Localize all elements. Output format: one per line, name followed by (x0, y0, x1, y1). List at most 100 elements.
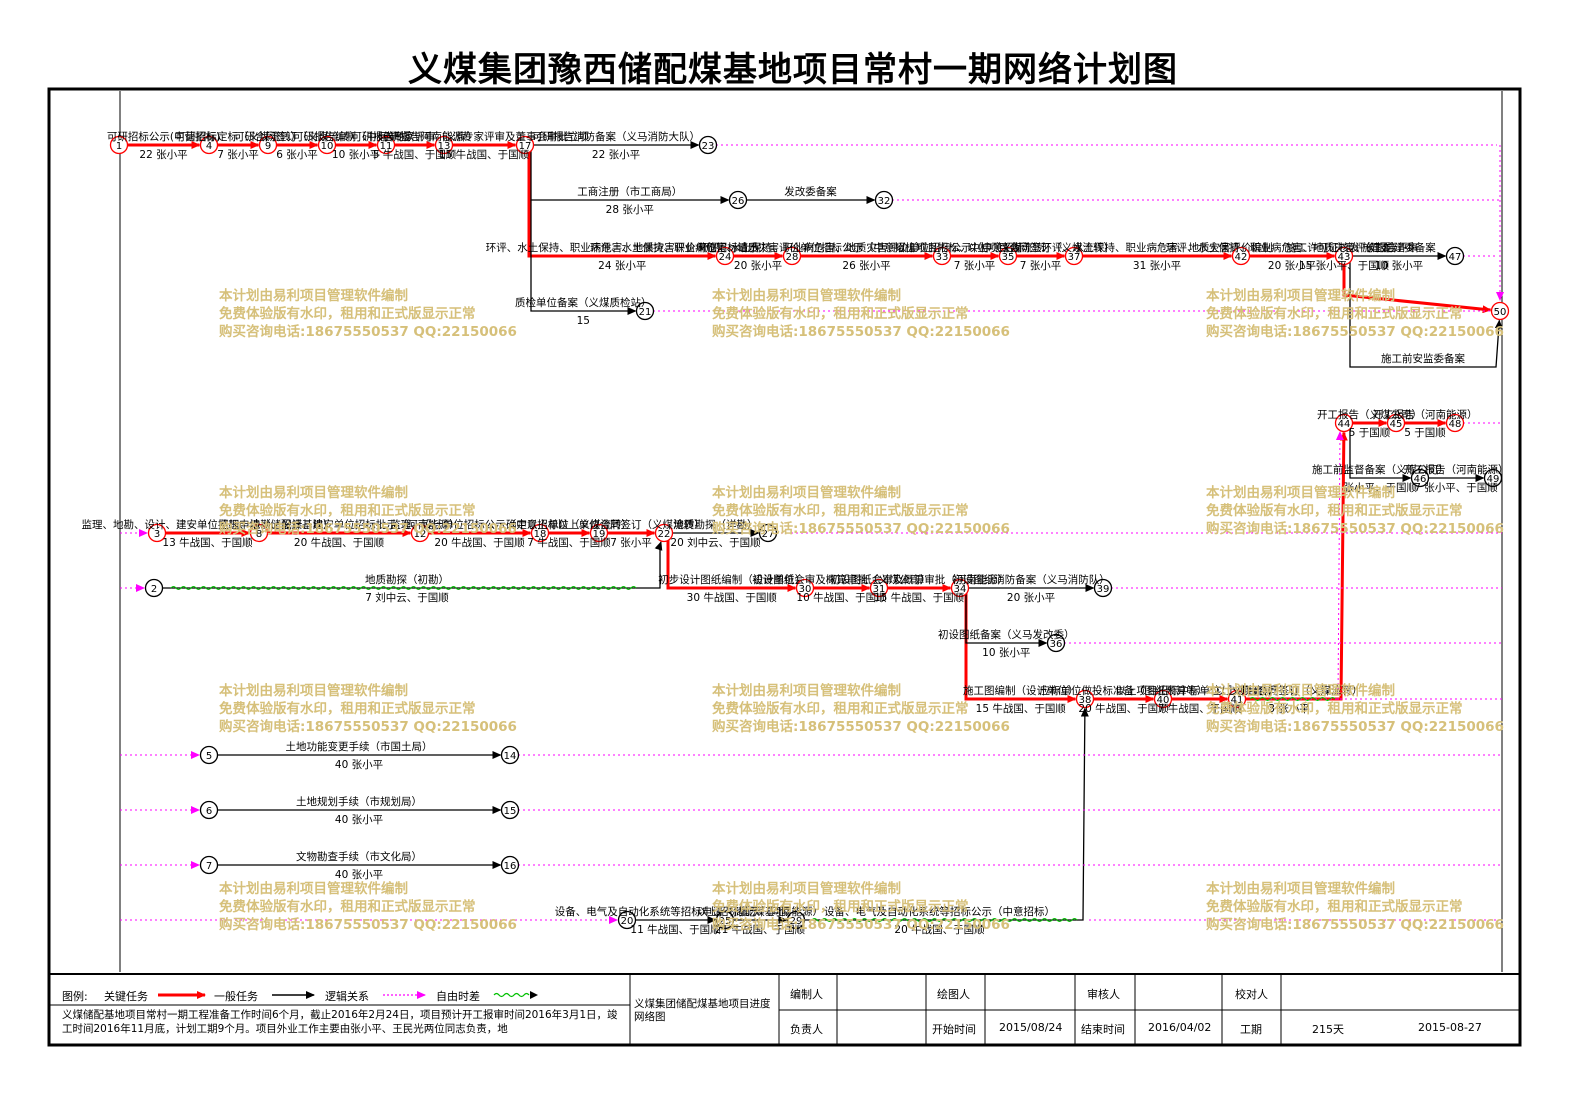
event-node-id: 27 (762, 529, 775, 540)
end-label: 结束时间 (1081, 1023, 1125, 1036)
event-node: 6 (199, 800, 219, 820)
task-label: 开工报告（河南能源） (1373, 408, 1478, 421)
event-node-id: 19 (593, 529, 606, 540)
event-node-id: 24 (719, 252, 732, 263)
task-label: 以上项目招标、中标（义煤流转） (896, 241, 1054, 254)
project-note: 义煤储配基地项目常村一期工程准备工作时间6个月，截止2016年2月24日，项目预… (62, 1009, 618, 1035)
event-node: 9 (258, 135, 278, 155)
event-node: 23 (698, 135, 718, 155)
event-node-id: 49 (1487, 474, 1500, 485)
event-node: 2 (144, 578, 164, 598)
normal-task-arrow (154, 541, 663, 589)
task-label: 以上项目招标中标单位（义煤流转） (1116, 684, 1284, 697)
task-label: 监理、地勘、设计、建安单位招标申请（储配煤基地） (82, 518, 334, 531)
event-node: 41 (1227, 689, 1247, 709)
plotter-label: 绘图人 (937, 988, 970, 1001)
event-node: 7 (199, 855, 219, 875)
diagram-title: 义煤集团豫西储配煤基地项目常村一期网络计划图 (408, 50, 1178, 90)
task-duration-owner: 15 (577, 315, 590, 327)
event-node-id: 12 (414, 529, 427, 540)
task-duration-owner: 20 张小平 (1268, 260, 1316, 272)
task-duration-owner: 20 牛战国、于国顺 (294, 536, 385, 549)
event-node: 21 (635, 301, 655, 321)
event-node: 37 (1064, 246, 1084, 266)
task-label: 发改委备案 (784, 185, 837, 198)
task-duration-owner: 26 张小平 (842, 260, 890, 272)
task-label: 地质勘探（初勘） (365, 573, 449, 586)
task-label: 施工许可证核发（建委） (1286, 241, 1402, 254)
task-duration-owner: 20 张小平 (734, 260, 782, 272)
task-label: 以上招标批示（河南能源） (697, 905, 823, 918)
event-node: 17 (515, 135, 535, 155)
event-node-id: 13 (438, 141, 451, 152)
end-date: 2016/04/02 (1148, 1021, 1212, 1034)
task-label: 监理、设计单位招标公示（中意招标） (390, 518, 569, 531)
task-label: 工商注册（市工商局） (577, 185, 682, 198)
task-label: 可研报告河南能源专家评审及董事会审批立项 (379, 130, 589, 143)
event-node: 14 (500, 745, 520, 765)
owner-label: 负责人 (790, 1023, 823, 1036)
task-label: 土地规划手续（市规划局） (296, 795, 422, 808)
event-node-id: 4 (206, 141, 212, 152)
start-label: 开始时间 (932, 1023, 976, 1036)
legend-label: 图例: (62, 990, 88, 1003)
event-node-id: 34 (954, 584, 967, 595)
task-label: 可研报告编制（中标单位） (293, 130, 419, 143)
normal-task-arrow (796, 707, 1089, 921)
task-duration-owner: 20 牛战国、于国顺 (434, 536, 525, 549)
event-node: 48 (1445, 413, 1465, 433)
task-duration-owner: 22 张小平 (592, 149, 640, 161)
event-node: 44 (1334, 413, 1354, 433)
duration-value: 215天 (1312, 1023, 1344, 1036)
event-node-id: 50 (1494, 307, 1507, 318)
event-node-id: 33 (936, 252, 949, 263)
normal-task-arrow (965, 588, 1048, 647)
event-node: 8 (249, 523, 269, 543)
event-node-id: 7 (206, 861, 212, 872)
task-label: 环评、水土保持、职业病危害、地质灾害评价单位招标请示 (486, 241, 759, 254)
event-node-id: 31 (873, 584, 886, 595)
event-node-id: 48 (1449, 419, 1462, 430)
checker-label: 校对人 (1235, 988, 1268, 1001)
event-node-id: 5 (206, 751, 212, 762)
event-node: 34 (950, 578, 970, 598)
task-duration-owner: 3 张小平 (1268, 703, 1310, 715)
event-node-id: 45 (1390, 419, 1403, 430)
event-node-id: 2 (151, 584, 157, 595)
event-node-id: 6 (206, 806, 212, 817)
task-label: 可研报告专家评审（义煤） (352, 130, 478, 143)
reviewer-label: 审核人 (1087, 988, 1120, 1001)
task-label: 开工报告（河南能源） (1404, 463, 1509, 476)
task-label: 文物勘查手续（市文化局） (296, 850, 422, 863)
task-label: 可研招标公示(中营招标) (107, 130, 220, 143)
event-node-id: 40 (1157, 695, 1170, 706)
event-node-id: 38 (1079, 695, 1092, 706)
task-label: 环评、水土保持、职业病危害、地质灾害评价报告评审 (1166, 241, 1418, 254)
task-duration-owner: 21 牛战国、于国顺 (715, 923, 806, 936)
duration-label: 工期 (1240, 1023, 1262, 1036)
event-node-id: 43 (1338, 252, 1351, 263)
event-node-id: 16 (504, 861, 517, 872)
event-node-id: 21 (639, 307, 652, 318)
project-name: 义煤集团储配煤基地项目进度网络图 (634, 998, 771, 1023)
event-node: 31 (869, 578, 889, 598)
task-label: 地质勘探（详勘） (674, 518, 758, 531)
task-duration-owner: 7 刘中云、于国顺 (365, 591, 449, 604)
plot-date: 2015-08-27 (1418, 1021, 1482, 1034)
task-duration-owner: 10 张小平 (982, 647, 1030, 659)
event-node: 32 (874, 190, 894, 210)
event-node: 30 (795, 578, 815, 598)
event-node-id: 22 (658, 529, 671, 540)
task-duration-owner: 7 张小平 (1020, 260, 1062, 272)
event-node: 13 (434, 135, 454, 155)
event-node: 1 (109, 135, 129, 155)
event-node: 16 (500, 855, 520, 875)
legend-normal: 一般任务 (214, 990, 258, 1003)
task-duration-owner: 24 张小平 (598, 260, 646, 272)
task-duration-owner: 张小平、于国顺 (1344, 482, 1418, 494)
task-duration-owner: 40 张小平 (335, 814, 383, 826)
task-duration-owner: 10 张小平 (332, 149, 380, 161)
event-node: 35 (998, 246, 1018, 266)
event-node: 19 (589, 523, 609, 543)
event-node-id: 1 (116, 141, 122, 152)
